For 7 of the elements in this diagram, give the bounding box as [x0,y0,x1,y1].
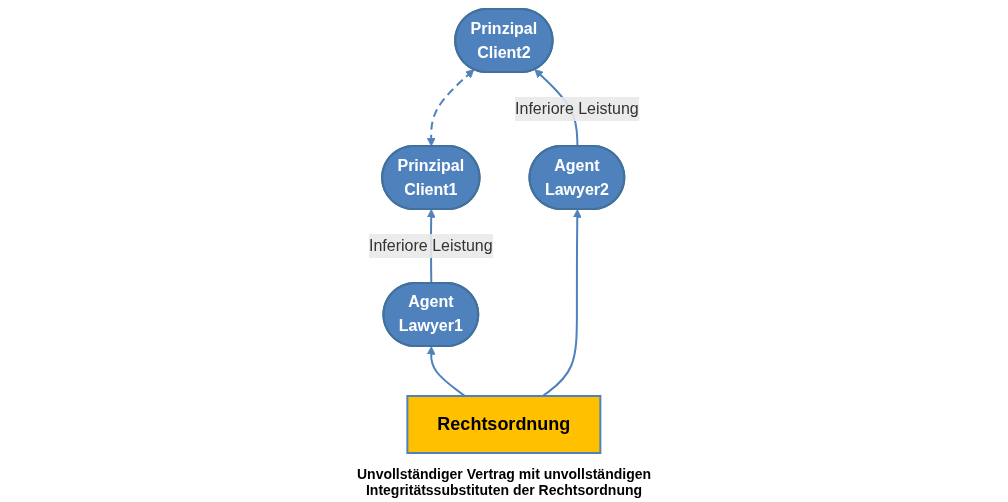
edge-label: Inferiore Leistung [369,237,493,254]
arrow [541,209,582,397]
arrow [426,346,467,397]
edge-label: Inferiore Leistung [515,100,639,117]
node-box: Rechtsordnung [406,395,602,454]
arrow [426,69,475,147]
note-text: Unvollständiger Vertrag mit unvollständigen Integritätssubstituten der Rechtsordnung [355,466,653,498]
